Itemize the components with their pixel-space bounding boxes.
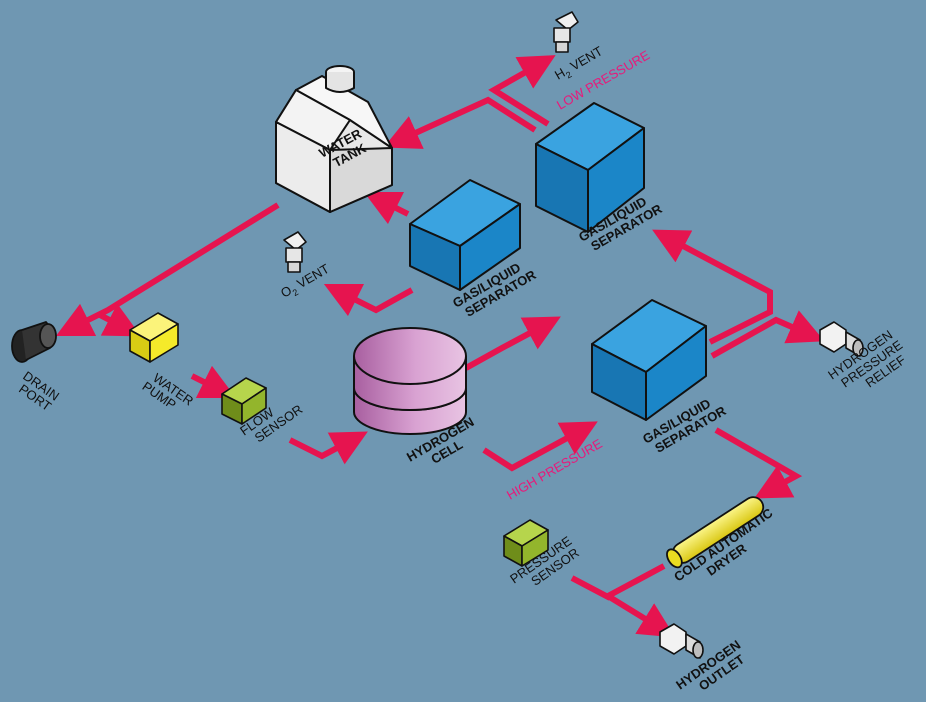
- drain-port-icon: [11, 321, 57, 363]
- pipe-botsep-to-relief: [710, 310, 825, 359]
- pipe-cell-to-botsep: [482, 421, 598, 472]
- o2-vent-label: O2 VENT: [278, 261, 333, 303]
- relief-valve-icon: [819, 321, 864, 357]
- pipe-topsep-to-tank: [383, 96, 537, 149]
- outlet-fitting-icon: [659, 623, 704, 659]
- water-tank-icon: [275, 65, 393, 213]
- water-pump-icon: [129, 312, 179, 363]
- pipe-flow-to-cell: [288, 431, 368, 465]
- gas-liquid-separator-icon: [535, 102, 645, 233]
- pipe-tank-to-drain: [55, 202, 280, 337]
- vent-fitting-icon: [283, 231, 307, 273]
- pressure-sensor-icon: [503, 519, 549, 567]
- pipe-cell-to-midsep: [464, 316, 561, 371]
- pipe-dryer-to-outlet: [601, 563, 676, 638]
- pipe-branch-to-pump: [98, 303, 141, 337]
- pipe-topsep-to-h2: [488, 55, 556, 127]
- pipe-pump-to-flow: [190, 365, 237, 399]
- pipe-midsep-to-tank: [363, 191, 410, 225]
- pipes: [55, 55, 825, 638]
- pipe-botsep-to-dryer: [714, 427, 803, 499]
- vent-fitting-icon: [553, 11, 579, 53]
- hydrogen-cell-icon: [353, 327, 467, 435]
- gas-liquid-separator-icon: [591, 299, 707, 421]
- drain-port-label: DRAIN PORT: [13, 368, 65, 416]
- gas-liquid-separator-icon: [409, 179, 521, 291]
- pipe-botsep-to-topsep: [652, 229, 773, 345]
- flow-sensor-icon: [221, 377, 267, 425]
- pipe-midsep-to-o2: [323, 283, 414, 317]
- water-pump-label: WATER PUMP: [140, 368, 200, 421]
- dryer-icon: [666, 496, 765, 569]
- pipe-sensor-branch: [570, 575, 612, 601]
